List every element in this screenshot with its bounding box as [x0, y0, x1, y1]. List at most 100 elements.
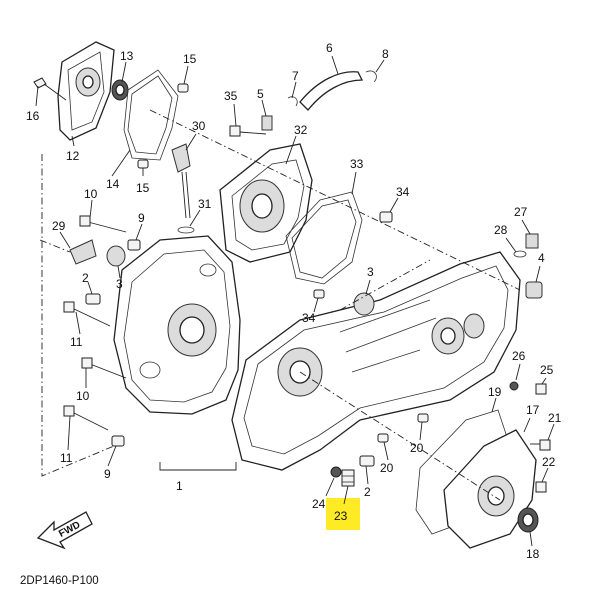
leader-11b	[67, 415, 71, 451]
leader-31	[189, 209, 201, 227]
leader-34b	[313, 297, 319, 313]
highlight-box-part-23	[326, 498, 360, 530]
oil-seal-13	[111, 79, 129, 101]
leader-1	[159, 462, 237, 471]
callout-12: 12	[66, 149, 80, 163]
leader-18	[529, 531, 533, 547]
callout-13: 13	[120, 49, 134, 63]
callout-9-low: 9	[104, 467, 111, 481]
leader-21	[547, 423, 555, 441]
washer-26	[509, 381, 519, 391]
callout-15-top: 15	[183, 52, 197, 66]
centerline-c	[339, 259, 431, 311]
leader-2b	[365, 465, 369, 485]
leader-3a	[117, 265, 121, 279]
callout-3-left: 3	[116, 277, 123, 291]
o-ring-31	[177, 226, 195, 234]
pin-29	[39, 239, 97, 265]
oil-seal-18	[517, 507, 539, 533]
callout-34-top: 34	[396, 185, 410, 199]
bolt-10-upper	[79, 215, 127, 233]
plug-27	[525, 233, 539, 249]
bolt-11-upper	[63, 301, 111, 327]
leader-30	[185, 133, 197, 151]
leader-35	[233, 103, 237, 127]
leader-34a	[389, 197, 399, 213]
clip-8	[365, 70, 377, 83]
callout-5: 5	[257, 87, 264, 101]
callout-6: 6	[326, 41, 333, 55]
leader-32	[285, 135, 297, 165]
leader-6	[331, 55, 339, 75]
bolt-25	[535, 383, 547, 395]
bolt-22	[535, 481, 547, 493]
leader-20b	[383, 441, 389, 461]
callout-20-left: 20	[380, 461, 394, 475]
callout-28: 28	[494, 223, 508, 237]
bolt-21	[530, 439, 551, 451]
leader-2a	[87, 281, 93, 295]
crankcase-left-half	[113, 235, 241, 415]
callout-21: 21	[548, 411, 562, 425]
bearing-3b	[353, 292, 375, 316]
callout-17: 17	[526, 403, 540, 417]
callout-3-right: 3	[367, 265, 374, 279]
callout-23: 23	[334, 509, 348, 523]
callout-10-low: 10	[76, 389, 90, 403]
leader-26	[515, 363, 521, 381]
leader-10a	[89, 199, 93, 219]
dowel-15b	[137, 159, 149, 169]
bolt-35	[229, 125, 267, 137]
drain-bolt-23	[341, 469, 355, 487]
callout-27: 27	[514, 205, 528, 219]
leader-29	[59, 231, 71, 249]
o-ring-28	[513, 250, 527, 258]
callout-34-mid: 34	[302, 311, 316, 325]
dowel-20b	[377, 433, 389, 443]
plug-5	[261, 115, 273, 131]
oil-pipe-6	[299, 71, 364, 111]
washer-24	[330, 466, 342, 478]
callout-26: 26	[512, 349, 526, 363]
leader-25	[541, 377, 547, 385]
crankcase-right-half	[231, 251, 521, 471]
callout-4: 4	[538, 251, 545, 265]
leader-8	[375, 59, 385, 73]
drawing-code: 2DP1460-P100	[20, 575, 99, 587]
dowel-2a	[85, 293, 101, 305]
leader-17	[523, 417, 531, 433]
clip-7	[287, 96, 298, 107]
bolt-11-lower	[63, 405, 109, 431]
leader-9a	[135, 223, 143, 241]
callout-35: 35	[224, 89, 238, 103]
bearing-3a	[106, 245, 126, 267]
callout-2-right: 2	[364, 485, 371, 499]
callout-15-mid: 15	[136, 181, 150, 195]
leader-9b	[107, 445, 117, 467]
callout-11-mid: 11	[70, 335, 83, 349]
callout-14: 14	[106, 177, 120, 191]
callout-16: 16	[26, 109, 40, 123]
collar-9b	[111, 435, 125, 447]
callout-25: 25	[540, 363, 554, 377]
bolt-16	[33, 77, 67, 101]
callout-20-right: 20	[410, 441, 424, 455]
leader-20a	[419, 421, 423, 441]
gasket-33	[285, 191, 363, 285]
leader-4	[535, 265, 541, 283]
callout-30: 30	[192, 119, 206, 133]
dowel-34b	[313, 289, 325, 299]
gasket-14	[123, 69, 179, 161]
leader-3b	[365, 279, 371, 295]
callout-2-left: 2	[82, 271, 89, 285]
leader-14	[111, 149, 131, 177]
leader-19	[491, 397, 497, 413]
group-bracket-left	[41, 154, 115, 477]
cover-32	[219, 143, 313, 263]
bushing-4	[525, 281, 543, 299]
leader-16	[35, 85, 39, 107]
leader-12	[71, 135, 75, 147]
leader-15a	[183, 65, 189, 85]
callout-19: 19	[488, 385, 502, 399]
